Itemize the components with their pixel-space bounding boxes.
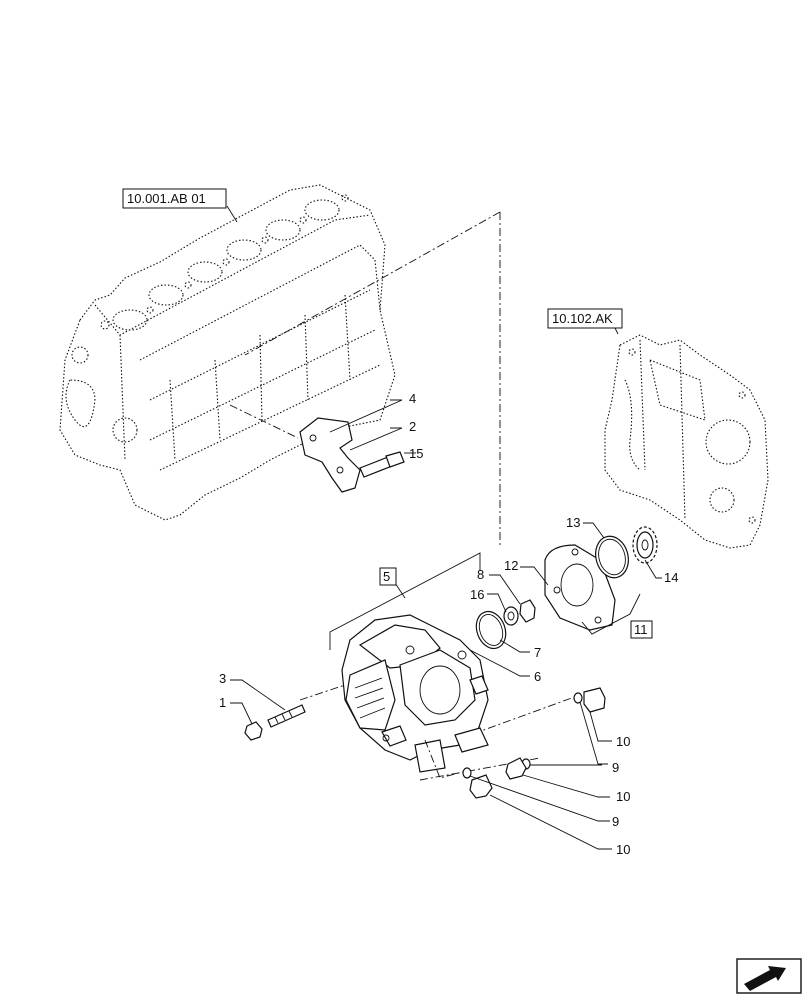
high-pressure-pump — [341, 614, 489, 779]
callout-10-upper: 10 — [616, 734, 630, 749]
callout-2: 2 — [409, 419, 416, 434]
fitting-10-upper — [583, 687, 606, 713]
bracket-bolt — [359, 451, 405, 478]
callout-3: 3 — [219, 671, 226, 686]
timing-cover — [604, 334, 769, 549]
pump-bracket — [299, 417, 361, 493]
o-ring-9-upper — [573, 692, 583, 704]
callout-10-lower: 10 — [616, 842, 630, 857]
callout-10-middle: 10 — [616, 789, 630, 804]
fitting-10-middle — [505, 757, 527, 780]
callout-8: 8 — [477, 567, 484, 582]
callout-13: 13 — [566, 515, 580, 530]
callout-7: 7 — [534, 645, 541, 660]
callout-12: 12 — [504, 558, 518, 573]
callout-1: 1 — [219, 695, 226, 710]
callout-11: 11 — [634, 622, 648, 637]
callout-9-lower: 9 — [612, 814, 619, 829]
callout-6: 6 — [534, 669, 541, 684]
washer-16 — [503, 606, 519, 626]
group-bracket-5 — [329, 552, 481, 650]
callout-16: 16 — [470, 587, 484, 602]
leader-lines — [226, 205, 662, 850]
o-ring-9-lower — [462, 767, 472, 779]
group-bracket-11 — [581, 593, 641, 635]
fitting-10-lower — [469, 774, 493, 799]
adapter-flange — [544, 544, 616, 631]
stud-3 — [267, 704, 306, 728]
reference-timing-cover-label: 10.102.AK — [552, 311, 613, 326]
callout-15: 15 — [409, 446, 423, 461]
reference-timing-cover[interactable]: 10.102.AK — [547, 308, 623, 329]
callout-9-upper: 9 — [612, 760, 619, 775]
callout-14: 14 — [664, 570, 678, 585]
reference-engine-block-label: 10.001.AB 01 — [127, 191, 206, 206]
nut-8 — [519, 599, 536, 623]
nut-1 — [244, 721, 263, 741]
next-page-arrow-icon[interactable] — [736, 958, 802, 994]
reference-engine-block[interactable]: 10.001.AB 01 — [122, 188, 227, 209]
engine-block — [59, 184, 396, 521]
drive-gear — [632, 526, 658, 564]
o-ring-13 — [595, 535, 629, 579]
callout-4: 4 — [409, 391, 416, 406]
callout-5: 5 — [383, 569, 390, 584]
